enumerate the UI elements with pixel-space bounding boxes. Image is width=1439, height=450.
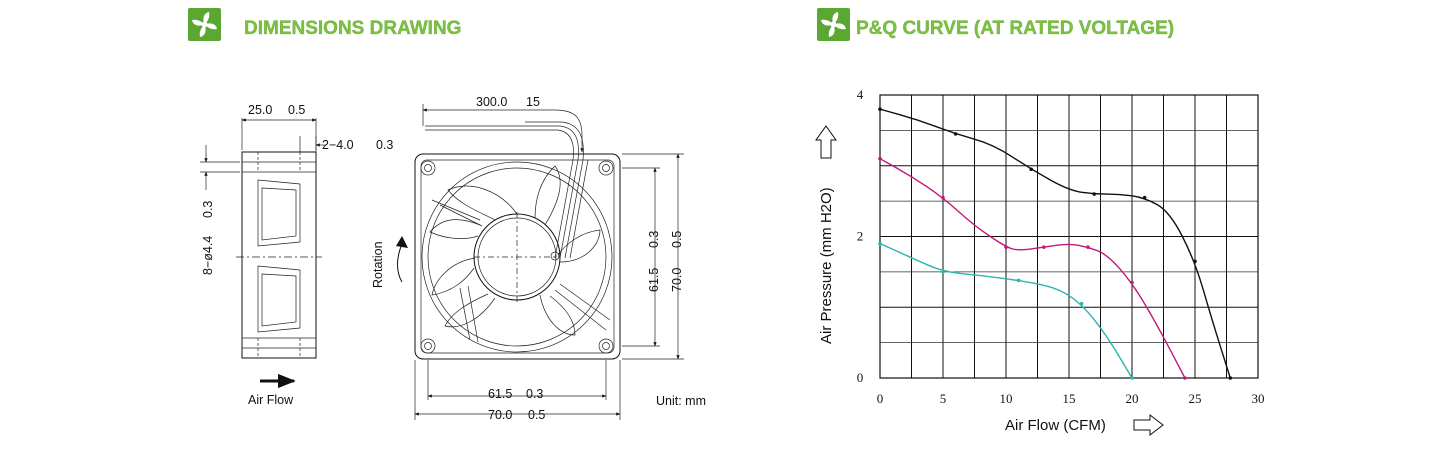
x-axis-label: Air Flow (CFM) <box>1005 417 1106 434</box>
series-point-2 <box>1004 245 1008 249</box>
section-title-dimensions: DIMENSIONS DRAWING <box>244 18 461 39</box>
height-tol: 0.5 <box>670 231 684 248</box>
side-width-tol: 0.5 <box>288 103 305 117</box>
series-line-3 <box>879 242 1133 379</box>
hole-callout-tol: 0.3 <box>376 138 393 152</box>
fan-blades <box>429 165 601 336</box>
mount-hole-tol: 0.3 <box>201 201 215 218</box>
fan-logo-icon <box>188 8 221 41</box>
x-tick-label: 5 <box>940 391 947 406</box>
x-tick-label: 30 <box>1252 391 1265 406</box>
series-point-2 <box>1130 280 1134 285</box>
series-point-2 <box>1183 376 1187 380</box>
series-point-1 <box>1142 195 1147 200</box>
series-point-1 <box>953 132 958 136</box>
x-tick-label: 0 <box>877 391 884 406</box>
mount-hole-callout: 8−ø4.4 <box>201 236 215 275</box>
y-axis-arrow-icon <box>815 125 837 159</box>
chart-x-ticks: 0 5 10 15 20 25 30 <box>877 391 1265 406</box>
chart-grid <box>879 94 1259 379</box>
cable-length-tol: 15 <box>526 95 540 109</box>
y-tick-label: 4 <box>857 87 864 102</box>
x-tick-label: 10 <box>1000 391 1013 406</box>
series-line-1 <box>879 108 1231 379</box>
x-tick-label: 25 <box>1189 391 1202 406</box>
series-point-2 <box>1042 245 1046 249</box>
rotation-label: Rotation <box>371 241 385 288</box>
chart-series <box>878 107 1233 380</box>
fan-cable <box>425 121 589 259</box>
fan-frame-outline <box>414 153 621 360</box>
chart-y-ticks: 0 2 4 <box>857 87 864 385</box>
section-title-pq-curve: P&Q CURVE (AT RATED VOLTAGE) <box>856 18 1174 39</box>
series-point-1 <box>878 107 882 111</box>
x-tick-label: 15 <box>1063 391 1076 406</box>
hole-spacing-h-tol: 0.3 <box>526 387 543 401</box>
series-point-3 <box>1079 301 1084 306</box>
side-view-drawing: 25.0 0.5 2−4.0 0.3 8−ø4.4 0.3 Air Flow <box>200 103 393 407</box>
pq-chart: 0 5 10 15 20 25 30 0 2 4 Air Flow (CFM) Air Pres… <box>815 87 1265 437</box>
hole-spacing-v-value: 61.5 <box>647 268 661 292</box>
header-dimensions: DIMENSIONS DRAWING <box>188 8 462 41</box>
y-tick-label: 0 <box>857 370 864 385</box>
series-point-3 <box>878 241 882 246</box>
hole-spacing-v-tol: 0.3 <box>647 231 661 248</box>
header-pq-curve: P&Q CURVE (AT RATED VOLTAGE) <box>817 8 1174 41</box>
hole-spacing-h-value: 61.5 <box>488 387 512 401</box>
x-axis-arrow-icon <box>1133 413 1164 437</box>
mounting-holes <box>420 160 614 354</box>
series-point-1 <box>1228 376 1233 380</box>
airflow-label: Air Flow <box>248 393 294 407</box>
unit-label: Unit: mm <box>656 394 706 408</box>
series-point-3 <box>1130 376 1134 380</box>
series-point-3 <box>1016 278 1021 283</box>
fan-logo-icon <box>817 8 850 41</box>
front-view-drawing: 300.0 15 Rotation 61.5 0.3 70.0 0.5 61.5… <box>371 95 706 422</box>
width-tol: 0.5 <box>528 408 545 422</box>
series-point-2 <box>1086 245 1090 249</box>
y-axis-label: Air Pressure (mm H2O) <box>818 187 835 344</box>
series-point-1 <box>1029 167 1033 172</box>
side-width-value: 25.0 <box>248 103 272 117</box>
series-point-2 <box>941 195 945 200</box>
rotation-arrow-icon <box>397 243 403 283</box>
series-point-2 <box>878 156 882 161</box>
width-value: 70.0 <box>488 408 512 422</box>
y-tick-label: 2 <box>857 229 864 244</box>
height-value: 70.0 <box>670 268 684 292</box>
series-point-3 <box>941 270 945 274</box>
cable-length-value: 300.0 <box>476 95 507 109</box>
series-line-2 <box>879 158 1186 379</box>
hole-callout: 2−4.0 <box>322 138 354 152</box>
x-tick-label: 20 <box>1126 391 1139 406</box>
side-view-outline <box>241 151 317 359</box>
series-point-1 <box>1092 192 1096 196</box>
series-point-1 <box>1193 259 1197 264</box>
